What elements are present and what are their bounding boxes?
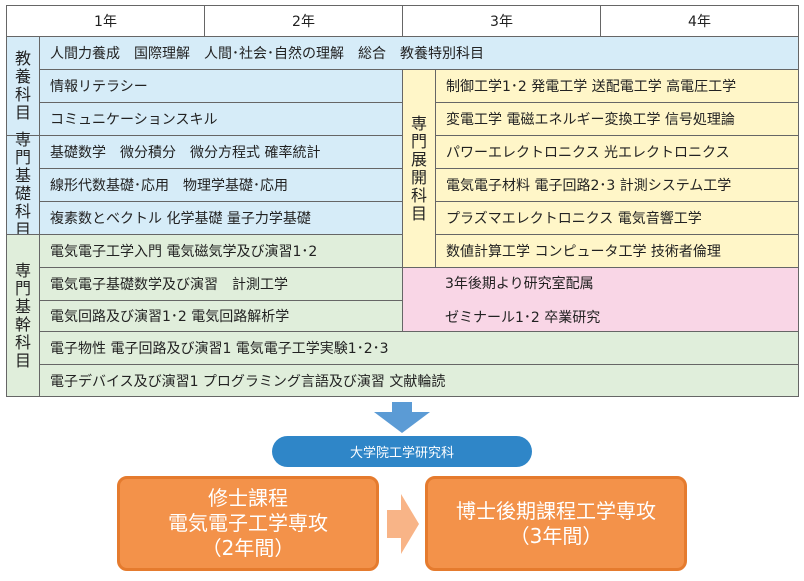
year-2-header: 2年 bbox=[204, 5, 403, 37]
year-3-header: 3年 bbox=[402, 5, 601, 37]
tenkai-row-6: 数値計算工学 コンピュータ工学 技術者倫理 bbox=[435, 234, 799, 268]
doctor-course-box: 博士後期課程工学専攻 （3年間） bbox=[425, 476, 687, 571]
tenkai-row-2: 変電工学 電磁エネルギー変換工学 信号処理論 bbox=[435, 102, 799, 136]
category-senmon-tenkai: 専 門 展 開 科 目 bbox=[402, 69, 436, 268]
category-kikan-char: 科 bbox=[14, 332, 31, 352]
kyoyo-row-1: 情報リテラシー bbox=[39, 69, 403, 103]
category-kikan-char: 専 bbox=[14, 260, 31, 280]
year-4-header: 4年 bbox=[600, 5, 799, 37]
category-kyoyo-char: 科 bbox=[14, 85, 31, 104]
category-tenkai-char: 開 bbox=[410, 167, 427, 187]
kiso-row-3: 複素数とベクトル 化学基礎 量子力学基礎 bbox=[39, 201, 403, 235]
kikan-row-5: 電子デバイス及び演習1 プログラミング言語及び演習 文献輪読 bbox=[39, 364, 799, 397]
category-tenkai-char: 門 bbox=[410, 131, 427, 151]
category-kikan-char: 目 bbox=[14, 350, 31, 370]
kikan-row-3: 電気回路及び演習1･2 電気回路解析学 bbox=[39, 300, 403, 332]
category-kikan-char: 基 bbox=[14, 296, 31, 316]
lab-lines: 3年後期より研究室配属 ゼミナール1･2 卒業研究 bbox=[403, 273, 600, 327]
category-tenkai-char: 展 bbox=[410, 149, 427, 169]
graduate-school-pill: 大学院工学研究科 bbox=[272, 436, 532, 467]
down-arrow-icon bbox=[370, 402, 434, 434]
category-kikan-char: 門 bbox=[14, 278, 31, 298]
doctor-duration: （3年間） bbox=[509, 523, 603, 548]
kiso-row-2: 線形代数基礎･応用 物理学基礎･応用 bbox=[39, 168, 403, 202]
lab-assignment-block: 3年後期より研究室配属 ゼミナール1･2 卒業研究 bbox=[402, 267, 799, 332]
master-title: 修士課程 bbox=[208, 486, 288, 510]
category-tenkai-char: 科 bbox=[410, 185, 427, 205]
right-arrow-icon bbox=[385, 492, 421, 556]
category-kyoyo-char: 教 bbox=[14, 49, 31, 68]
category-kiso-char: 科 bbox=[14, 202, 31, 221]
category-kiso-char: 基 bbox=[14, 166, 31, 185]
category-kikan-char: 幹 bbox=[14, 314, 31, 334]
master-duration: （2年間） bbox=[201, 536, 295, 560]
category-kiso-char: 専 bbox=[14, 130, 31, 149]
doctor-title: 博士後期課程工学専攻 bbox=[456, 498, 656, 523]
kyoyo-full-row: 人間力養成 国際理解 人間･社会･自然の理解 総合 教養特別科目 bbox=[39, 36, 799, 70]
kiso-row-1: 基礎数学 微分積分 微分方程式 確率統計 bbox=[39, 135, 403, 169]
category-kyoyo: 教 養 科 目 bbox=[6, 36, 40, 136]
category-kiso-char: 礎 bbox=[14, 184, 31, 203]
master-course-box: 修士課程 電気電子工学専攻 （2年間） bbox=[117, 476, 379, 571]
kikan-row-2: 電気電子基礎数学及び演習 計測工学 bbox=[39, 267, 403, 301]
kikan-row-1: 電気電子工学入門 電気磁気学及び演習1･2 bbox=[39, 234, 403, 268]
lab-line-1: 3年後期より研究室配属 bbox=[445, 275, 594, 292]
kyoyo-row-2: コミュニケーションスキル bbox=[39, 102, 403, 136]
kikan-row-4: 電子物性 電子回路及び演習1 電気電子工学実験1･2･3 bbox=[39, 331, 799, 365]
category-kiso-char: 門 bbox=[14, 148, 31, 167]
category-kyoyo-char: 養 bbox=[14, 67, 31, 86]
category-tenkai-char: 専 bbox=[410, 113, 427, 133]
year-1-header: 1年 bbox=[6, 5, 205, 37]
lab-line-2: ゼミナール1･2 卒業研究 bbox=[445, 309, 601, 326]
master-major: 電気電子工学専攻 bbox=[168, 511, 328, 535]
tenkai-row-5: プラズマエレクトロニクス 電気音響工学 bbox=[435, 201, 799, 235]
tenkai-row-3: パワーエレクトロニクス 光エレクトロニクス bbox=[435, 135, 799, 169]
category-kyoyo-char: 目 bbox=[14, 103, 31, 122]
tenkai-row-4: 電気電子材料 電子回路2･3 計測システム工学 bbox=[435, 168, 799, 202]
category-tenkai-char: 目 bbox=[410, 203, 427, 223]
tenkai-row-1: 制御工学1･2 発電工学 送配電工学 高電圧工学 bbox=[435, 69, 799, 103]
category-senmon-kiso: 専 門 基 礎 科 目 bbox=[6, 131, 40, 239]
category-senmon-kikan: 専 門 基 幹 科 目 bbox=[6, 234, 40, 397]
